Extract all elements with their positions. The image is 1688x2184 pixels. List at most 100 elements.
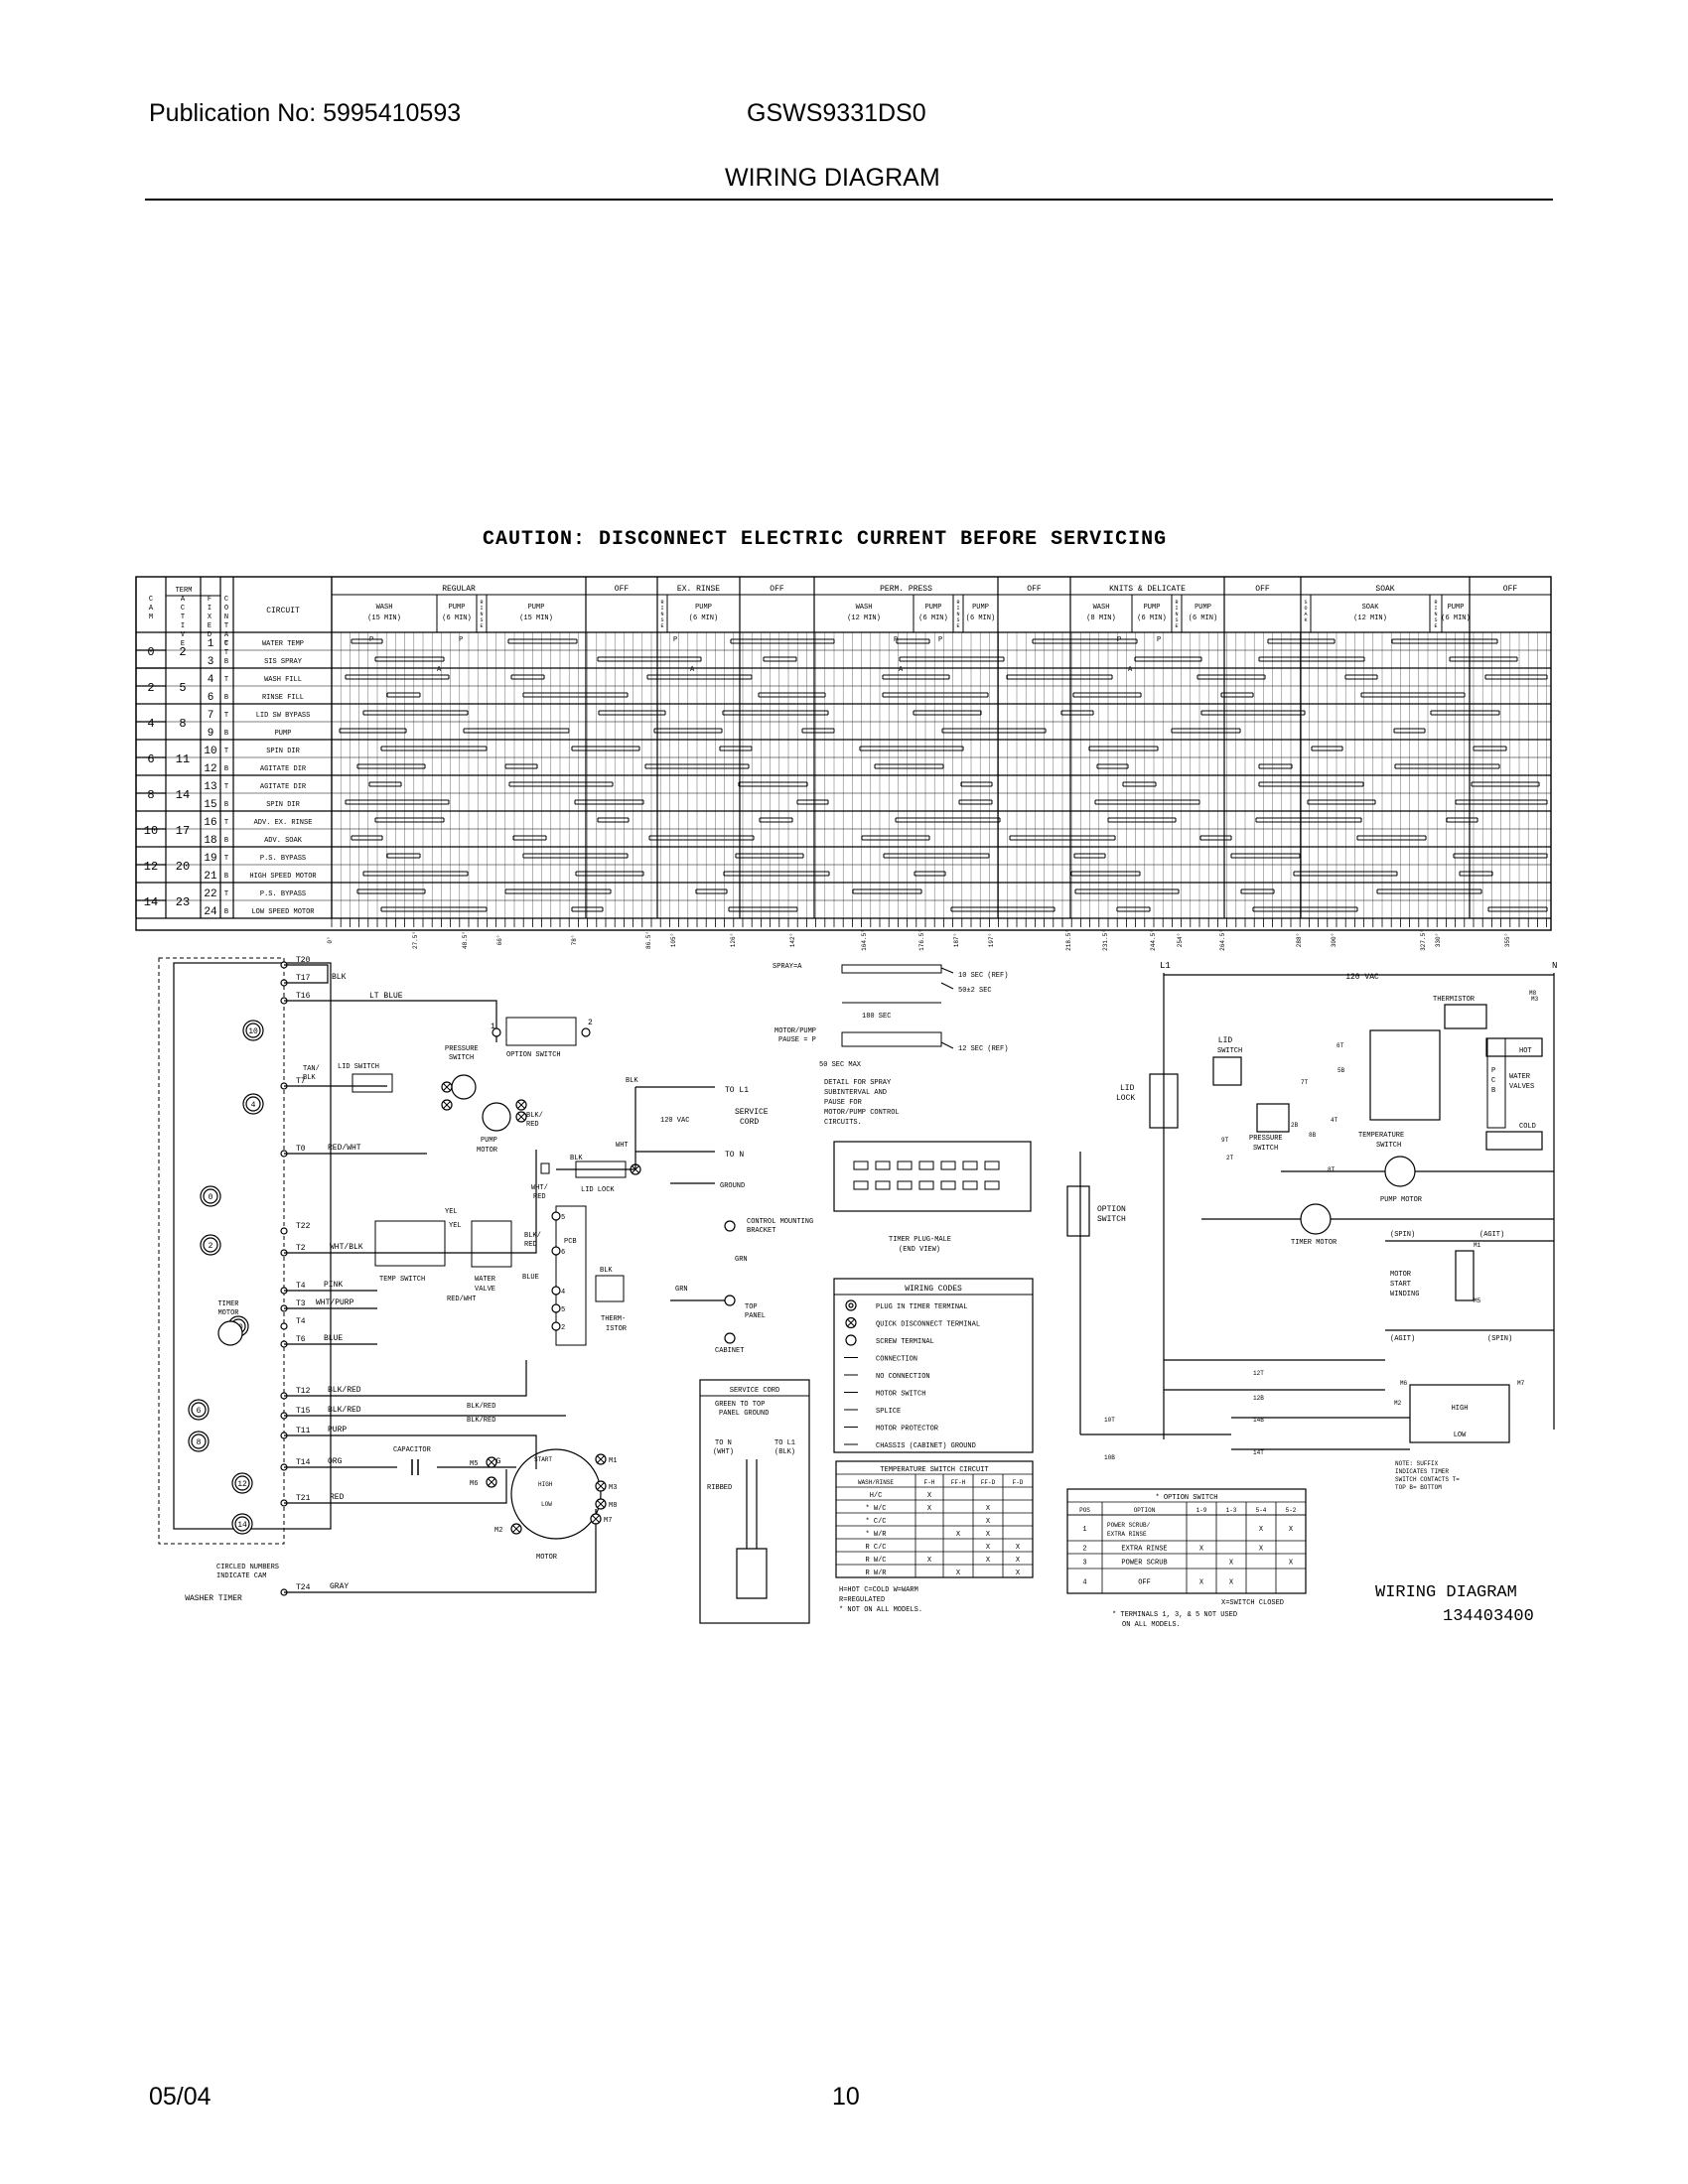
sub-name: (8 MIN) bbox=[1086, 614, 1115, 622]
sub-name: (6 MIN) bbox=[689, 614, 718, 622]
vertical-head: E bbox=[181, 640, 185, 648]
degree-label: 176.5° bbox=[918, 929, 925, 951]
degree-label: 126° bbox=[730, 933, 737, 947]
motor-pause: PAUSE = P bbox=[778, 1036, 816, 1044]
wiring-code: MOTOR SWITCH bbox=[876, 1391, 925, 1399]
pcb-pin: 5 bbox=[561, 1306, 565, 1314]
to-l1: TO L1 bbox=[725, 1086, 749, 1095]
cam-circle-inner bbox=[234, 1516, 250, 1532]
opt-cell: 4 bbox=[1082, 1579, 1086, 1587]
switch-terminal bbox=[492, 1027, 501, 1037]
plug-label: TIMER PLUG-MALE bbox=[889, 1236, 951, 1244]
sub-name-v: N bbox=[1434, 612, 1437, 617]
vertical-head: N bbox=[224, 614, 228, 621]
header-rule bbox=[145, 199, 1553, 201]
temp-cell: X bbox=[986, 1557, 991, 1565]
wire-gray bbox=[284, 1509, 597, 1593]
caution-banner: CAUTION: DISCONNECT ELECTRIC CURRENT BEF… bbox=[483, 528, 1168, 551]
degree-label: 0° bbox=[327, 936, 334, 943]
contact-pos: B bbox=[224, 837, 228, 845]
cycle-name: KNITS & DELICATE bbox=[1109, 585, 1186, 594]
terminal-label: T24 bbox=[296, 1583, 311, 1592]
spray-marker: A bbox=[437, 666, 442, 674]
wiring-code: SCREW TERMINAL bbox=[876, 1338, 934, 1346]
temp-cell: * W/C bbox=[865, 1505, 886, 1513]
sub-name-v: E bbox=[660, 623, 663, 629]
code-icon bbox=[845, 1334, 857, 1346]
spray-marker: A bbox=[690, 666, 695, 674]
temp-cell: X bbox=[986, 1505, 991, 1513]
wire-label: YEL bbox=[445, 1208, 458, 1216]
temp-cell: H/C bbox=[870, 1492, 883, 1500]
spray-note: SUBINTERVAL AND bbox=[824, 1089, 887, 1097]
degree-label: 327.5° bbox=[1420, 929, 1427, 951]
contact-number: 9 bbox=[208, 728, 214, 740]
wire-label: BLK bbox=[332, 973, 347, 982]
sub-name-v: S bbox=[480, 617, 483, 623]
degree-label: 66° bbox=[496, 935, 503, 946]
schematic-note: TOP B= BOTTOM bbox=[1395, 1484, 1442, 1491]
cam-number: 14 bbox=[144, 895, 158, 909]
circuit-name: P.S. BYPASS bbox=[260, 855, 306, 863]
opt-cell: POWER SCRUB/ bbox=[1107, 1522, 1151, 1529]
temp-cell: X bbox=[986, 1544, 991, 1552]
wiring-code: NO CONNECTION bbox=[876, 1373, 930, 1381]
contact-number: 6 bbox=[208, 692, 214, 704]
schematic-note: INDICATES TIMER bbox=[1395, 1468, 1449, 1475]
wire-label: BLK/ bbox=[524, 1232, 541, 1240]
pause-marker: P bbox=[1117, 636, 1121, 644]
footer-date: 05/04 bbox=[149, 2083, 211, 2111]
wire-label: BLK bbox=[570, 1155, 583, 1162]
motor-term: M1 bbox=[609, 1457, 617, 1465]
wire-purp bbox=[284, 1434, 537, 1469]
opt-cell: X bbox=[1259, 1546, 1264, 1554]
pcb-box bbox=[1486, 1037, 1506, 1129]
wiring-code: CONNECTION bbox=[876, 1356, 917, 1364]
vac-label: 120 VAC bbox=[660, 1117, 689, 1125]
option-title: * OPTION SWITCH bbox=[1155, 1494, 1217, 1502]
degree-label: 330° bbox=[1435, 933, 1442, 947]
terminal-label: T17 bbox=[296, 974, 311, 983]
wiring-code: CHASSIS (CABINET) GROUND bbox=[876, 1442, 976, 1450]
timer-motor bbox=[217, 1320, 243, 1346]
circuit-name: AGITATE DIR bbox=[260, 783, 307, 791]
terminal-label: T6 bbox=[296, 1335, 306, 1344]
temp-col-head: F-D bbox=[1013, 1479, 1024, 1486]
temp-col-head: F-H bbox=[924, 1479, 935, 1486]
schematic-term: 2B bbox=[1291, 1122, 1299, 1129]
opt-col-head: 1-3 bbox=[1226, 1507, 1237, 1514]
vertical-head: E bbox=[208, 622, 211, 630]
sub-name-v: R bbox=[1175, 600, 1178, 606]
label: 2 bbox=[588, 1019, 593, 1027]
pcb-terminal bbox=[551, 1246, 561, 1256]
circuit-name: LID SW BYPASS bbox=[256, 712, 311, 720]
circuit-name: AGITATE DIR bbox=[260, 765, 307, 773]
pause-marker: P bbox=[1157, 636, 1161, 644]
sub-name-v: I bbox=[480, 606, 483, 612]
wiring-code: MOTOR PROTECTOR bbox=[876, 1426, 939, 1433]
top-label: PANEL bbox=[745, 1312, 766, 1320]
cam-number: 12 bbox=[237, 1480, 247, 1489]
circuit-name: ADV. SOAK bbox=[264, 837, 303, 845]
sub-name: (6 MIN) bbox=[442, 614, 471, 622]
capacitor-label: CAPACITOR bbox=[393, 1446, 432, 1454]
wire-label: WHT bbox=[616, 1142, 629, 1150]
circled-note: INDICATE CAM bbox=[216, 1572, 266, 1580]
degree-label: 105° bbox=[670, 933, 677, 947]
time-label: 180 SEC bbox=[862, 1013, 891, 1021]
contact-pos: T bbox=[224, 855, 228, 863]
wiring-code: SPLICE bbox=[876, 1408, 901, 1416]
temp-cell: R W/C bbox=[865, 1557, 886, 1565]
diagram-number: 134403400 bbox=[1443, 1607, 1534, 1626]
plug-drawing bbox=[736, 1459, 768, 1599]
wire-label: BLK/RED bbox=[328, 1406, 361, 1415]
plug-pin bbox=[984, 1160, 1000, 1170]
spray-note: MOTOR/PUMP CONTROL bbox=[824, 1109, 900, 1117]
hot-label: HOT bbox=[1519, 1047, 1532, 1055]
timer-plug bbox=[833, 1141, 1032, 1212]
schematic-term: 5B bbox=[1337, 1067, 1345, 1074]
term-number: 17 bbox=[176, 824, 190, 838]
terminal-label: T4 bbox=[296, 1317, 306, 1326]
